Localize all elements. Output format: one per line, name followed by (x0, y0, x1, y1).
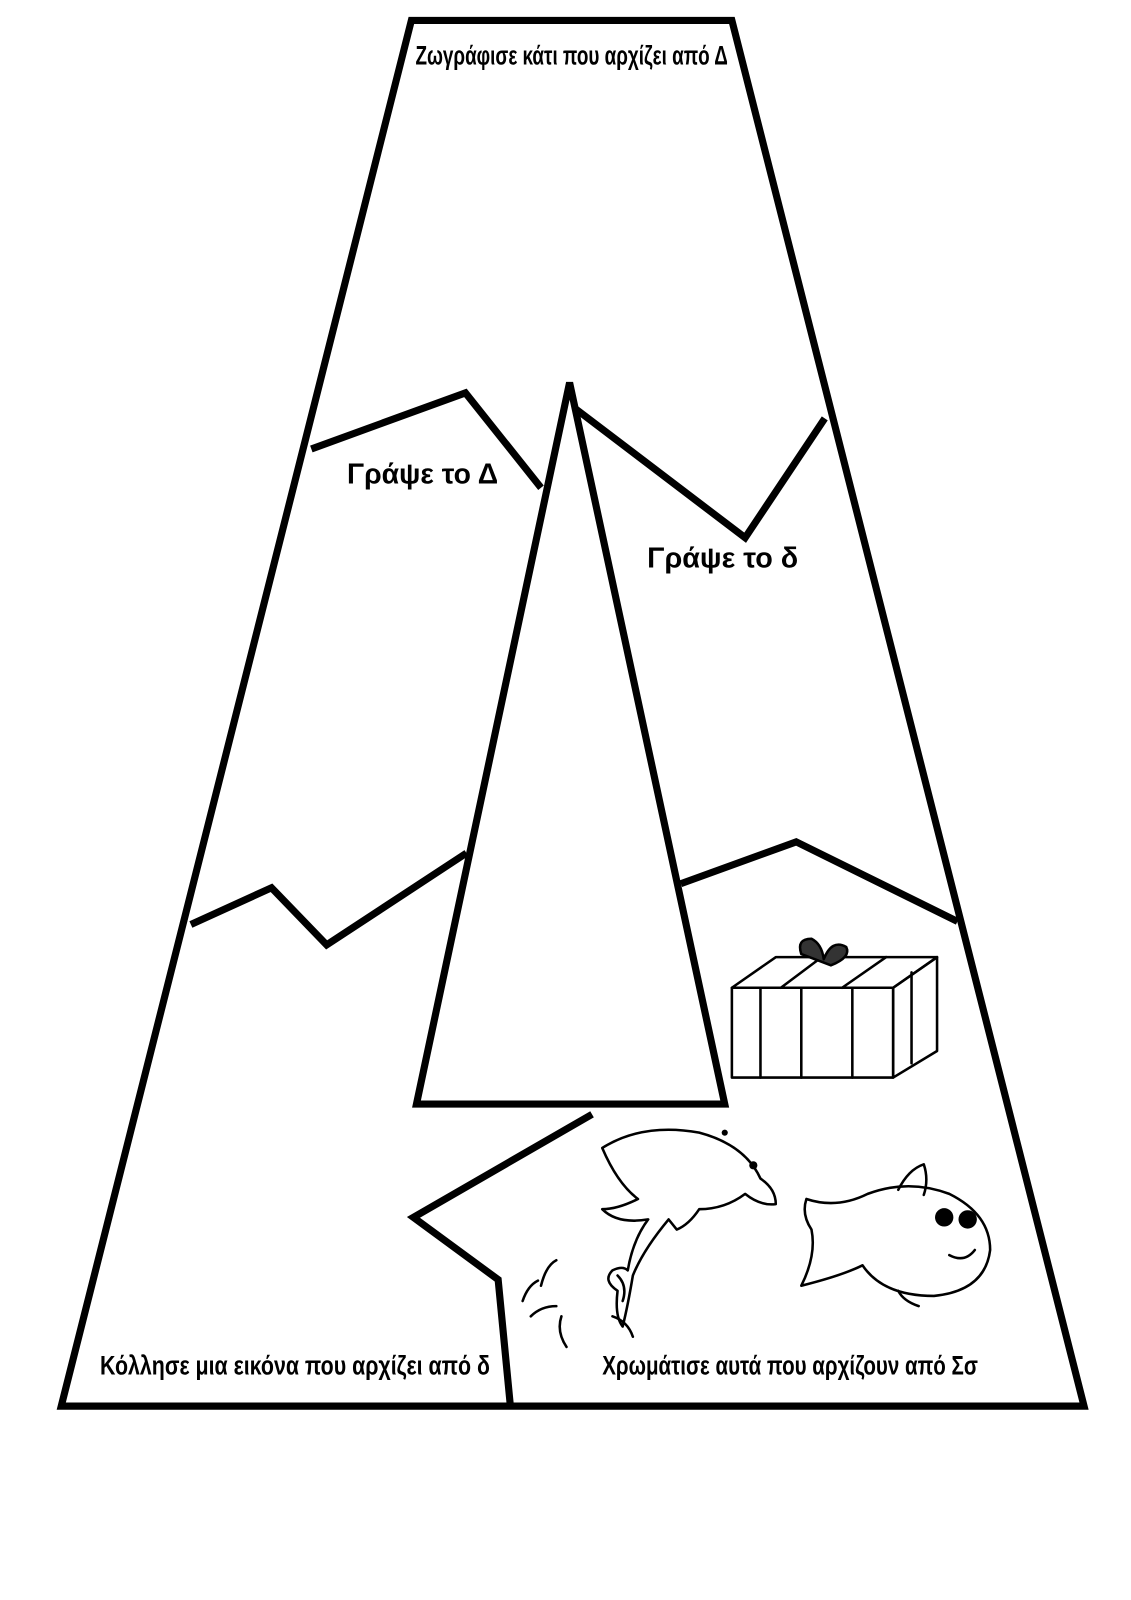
divider-right-upper (572, 405, 828, 543)
bottom-right-instruction: Χρωμάτισε αυτά που αρχίζουν από Σσ (602, 1350, 978, 1380)
dolphin-picture (521, 1128, 778, 1349)
top-instruction: Ζωγράφισε κάτι που αρχίζει από Δ (415, 40, 727, 70)
gift-box-picture (730, 937, 939, 1079)
divider-left-upper (310, 388, 544, 490)
right-instruction: Γράψε το δ (647, 542, 798, 574)
divider-left-lower (189, 850, 469, 950)
divider-bottom (406, 1111, 594, 1407)
bottom-left-instruction: Κόλλησε μια εικόνα που αρχίζει από δ (100, 1350, 490, 1380)
fish-picture (800, 1163, 992, 1308)
outer-letter-outline (56, 16, 1089, 1410)
divider-right-lower (679, 837, 960, 925)
inner-triangle (412, 381, 730, 1108)
left-instruction: Γράψε το Δ (347, 459, 498, 491)
